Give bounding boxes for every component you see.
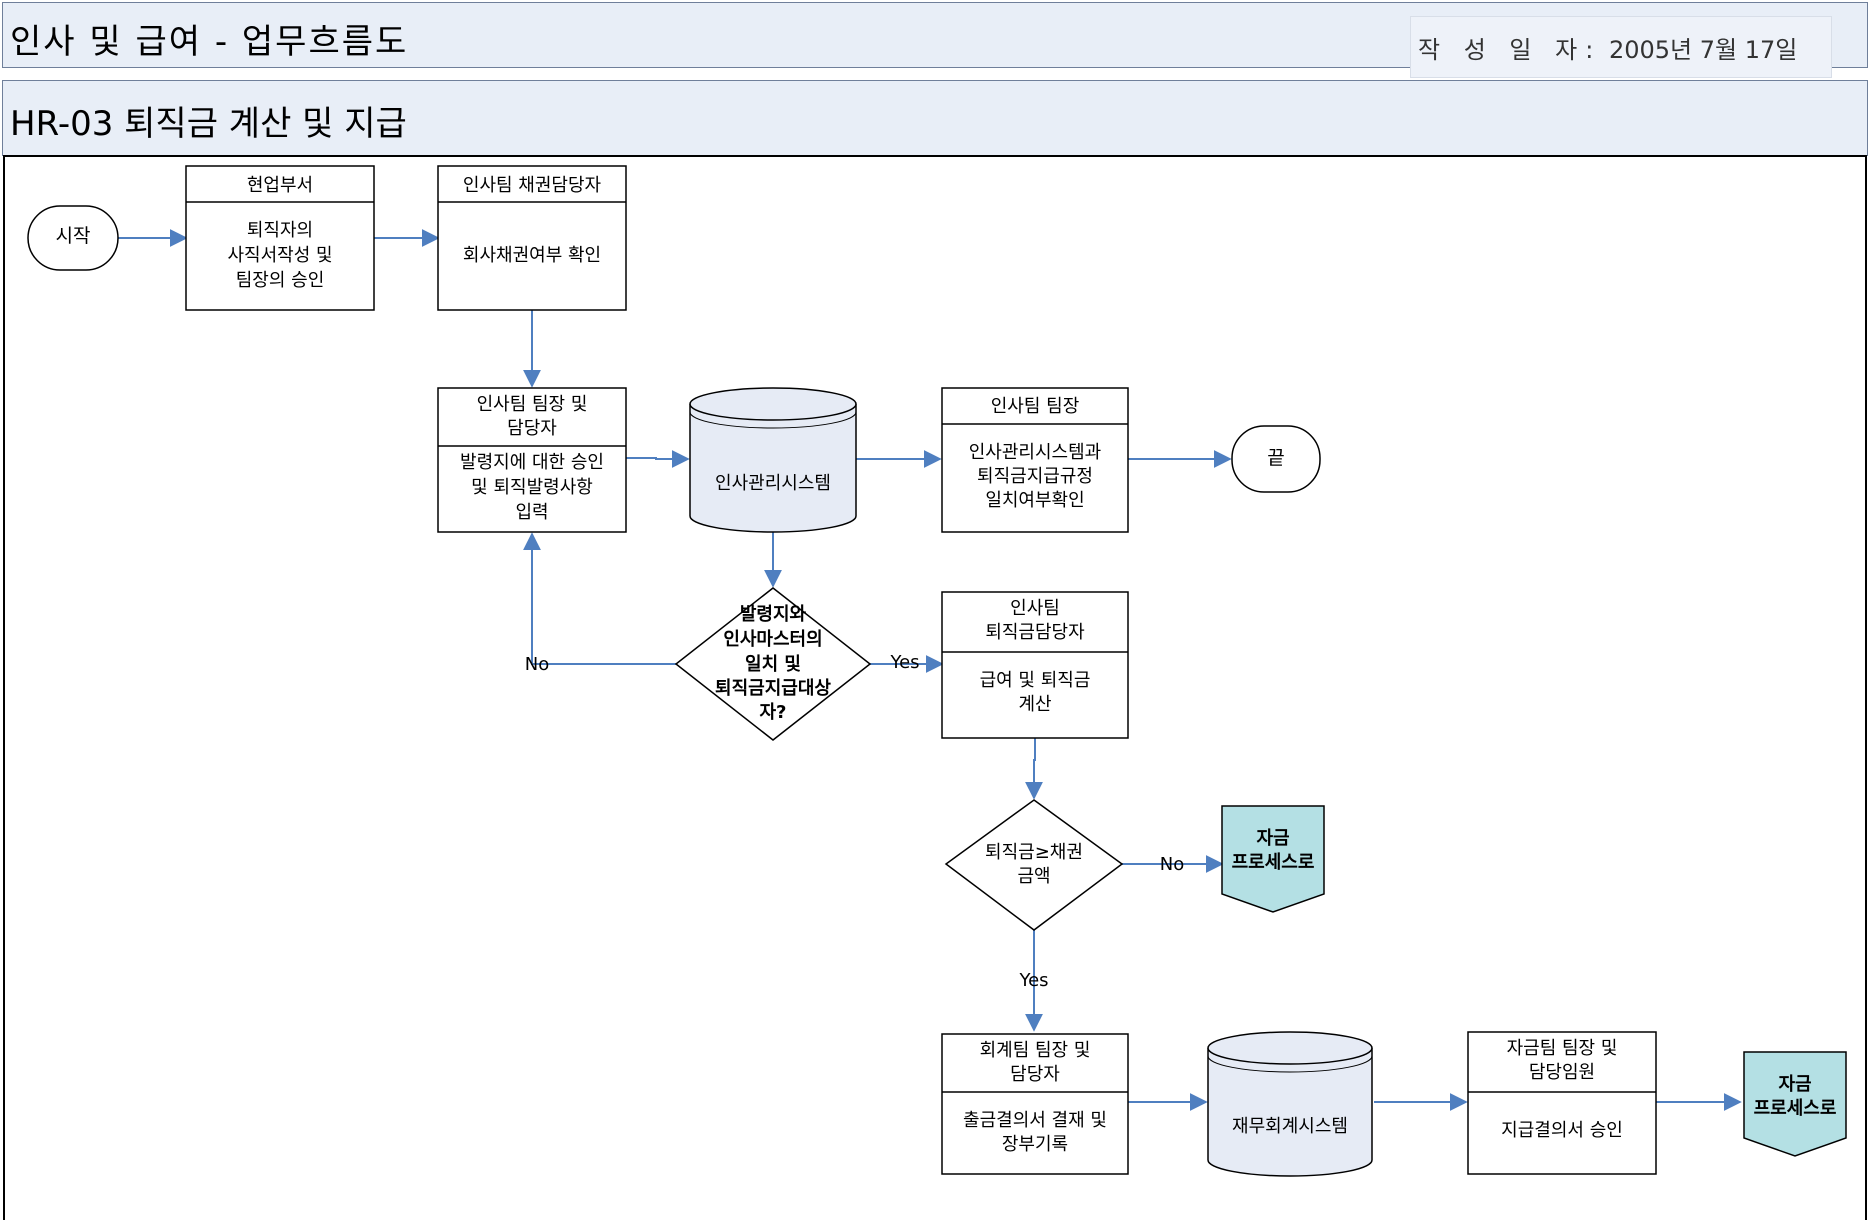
- decision-amount-yes: Yes: [1018, 970, 1048, 991]
- accounting-line-1: 출금결의서 결재 및: [963, 1110, 1107, 1131]
- process-title: HR-03 퇴직금 계산 및 지급: [10, 104, 407, 144]
- dept-approval-line-1: 퇴직자의: [247, 220, 313, 241]
- db-hr-system: 인사관리시스템: [689, 387, 857, 533]
- fund-approval-role-1: 자금팀 팀장 및: [1507, 1038, 1618, 1059]
- db-finance-system: 재무회계시스템: [1207, 1031, 1373, 1177]
- start-terminator: [27, 205, 119, 271]
- start-label: 시작: [56, 225, 91, 247]
- severance-calc-role-1: 인사팀: [1010, 598, 1060, 619]
- fund-approval-line-1: 지급결의서 승인: [1501, 1120, 1623, 1141]
- hr-input-line-2: 및 퇴직발령사항: [471, 477, 593, 498]
- accounting-role-2: 담당자: [1010, 1064, 1060, 1085]
- decision-match-line-3: 일치 및: [745, 654, 801, 675]
- accounting-line-2: 장부기록: [1002, 1134, 1068, 1155]
- decision-match: 발령지와 인사마스터의 일치 및 퇴직금지급대상 자?: [674, 587, 872, 741]
- decision-match-line-1: 발령지와: [740, 604, 807, 625]
- date-line: 작 성 일 자: 2005년 7월 17일: [1418, 30, 1797, 65]
- hr-manager-role: 인사팀 팀장: [991, 396, 1080, 417]
- dept-approval-role: 현업부서: [247, 175, 313, 196]
- hr-manager-line-2: 퇴직금지급규정: [977, 466, 1093, 487]
- accounting-role-1: 회계팀 팀장 및: [980, 1040, 1091, 1061]
- process-severance-calc: 인사팀 퇴직금담당자 급여 및 퇴직금 계산: [941, 591, 1129, 739]
- dept-approval-line-3: 팀장의 승인: [236, 270, 325, 291]
- arrow-decision-no: [523, 532, 676, 665]
- fund-process-1-line-1: 자금: [1256, 828, 1289, 849]
- date-label: 작 성 일 자:: [1418, 36, 1602, 64]
- severance-calc-line-2: 계산: [1018, 694, 1051, 715]
- decision-amount-line-1: 퇴직금≥채권: [985, 842, 1083, 863]
- bond-check-line-1: 회사채권여부 확인: [463, 245, 601, 266]
- hr-input-role-2: 담당자: [507, 418, 557, 439]
- end-label: 끝: [1267, 447, 1284, 469]
- hr-input-line-3: 입력: [515, 502, 548, 523]
- process-fund-approval: 자금팀 팀장 및 담당임원 지급결의서 승인: [1467, 1031, 1657, 1175]
- hr-manager-line-3: 일치여부확인: [985, 490, 1084, 511]
- finance-system-label: 재무회계시스템: [1232, 1116, 1348, 1137]
- date-box: [1410, 16, 1832, 78]
- severance-calc-role-2: 퇴직금담당자: [985, 622, 1085, 643]
- offpage-fund-process-1: 자금 프로세스로: [1221, 805, 1325, 913]
- decision-match-line-4: 퇴직금지급대상: [715, 678, 831, 699]
- bond-check-role: 인사팀 채권담당자: [463, 175, 602, 196]
- process-accounting: 회계팀 팀장 및 담당자 출금결의서 결재 및 장부기록: [941, 1033, 1129, 1175]
- decision-amount-no: No: [1160, 854, 1184, 875]
- process-dept-approval: 현업부서 퇴직자의 사직서작성 및 팀장의 승인: [185, 165, 375, 311]
- fund-process-2-line-1: 자금: [1778, 1074, 1811, 1095]
- decision-amount-line-2: 금액: [1017, 866, 1050, 887]
- hr-manager-line-1: 인사관리시스템과: [969, 442, 1101, 463]
- connectors: [118, 229, 1742, 1111]
- fund-approval-role-2: 담당임원: [1529, 1062, 1595, 1083]
- fund-process-1-line-2: 프로세스로: [1232, 852, 1315, 873]
- arrow-calc-to-amount: [1025, 738, 1043, 800]
- hr-input-role-1: 인사팀 팀장 및: [477, 394, 588, 415]
- decision-match-yes: Yes: [889, 652, 919, 673]
- offpage-fund-process-2: 자금 프로세스로: [1743, 1051, 1847, 1157]
- hr-input-line-1: 발령지에 대한 승인: [460, 452, 604, 473]
- decision-amount: 퇴직금≥채권 금액: [944, 799, 1124, 931]
- process-hr-manager: 인사팀 팀장 인사관리시스템과 퇴직금지급규정 일치여부확인: [941, 387, 1129, 533]
- hr-system-label: 인사관리시스템: [715, 473, 831, 494]
- process-bond-check: 인사팀 채권담당자 회사채권여부 확인: [437, 165, 627, 311]
- process-hr-input: 인사팀 팀장 및 담당자 발령지에 대한 승인 및 퇴직발령사항 입력: [437, 387, 627, 533]
- arrow-input-to-hrsys: [626, 450, 690, 468]
- doc-title: 인사 및 급여 - 업무흐름도: [10, 22, 409, 62]
- fund-process-2-line-2: 프로세스로: [1754, 1098, 1837, 1119]
- diagram-frame: [3, 155, 1867, 1220]
- dept-approval-line-2: 사직서작성 및: [227, 245, 332, 266]
- date-value: 2005년 7월 17일: [1608, 36, 1798, 64]
- severance-calc-line-1: 급여 및 퇴직금: [980, 670, 1091, 691]
- decision-match-line-5: 자?: [759, 702, 786, 723]
- end-terminator: [1231, 425, 1321, 493]
- decision-match-no: No: [525, 654, 549, 675]
- decision-match-line-2: 인사마스터의: [723, 629, 822, 650]
